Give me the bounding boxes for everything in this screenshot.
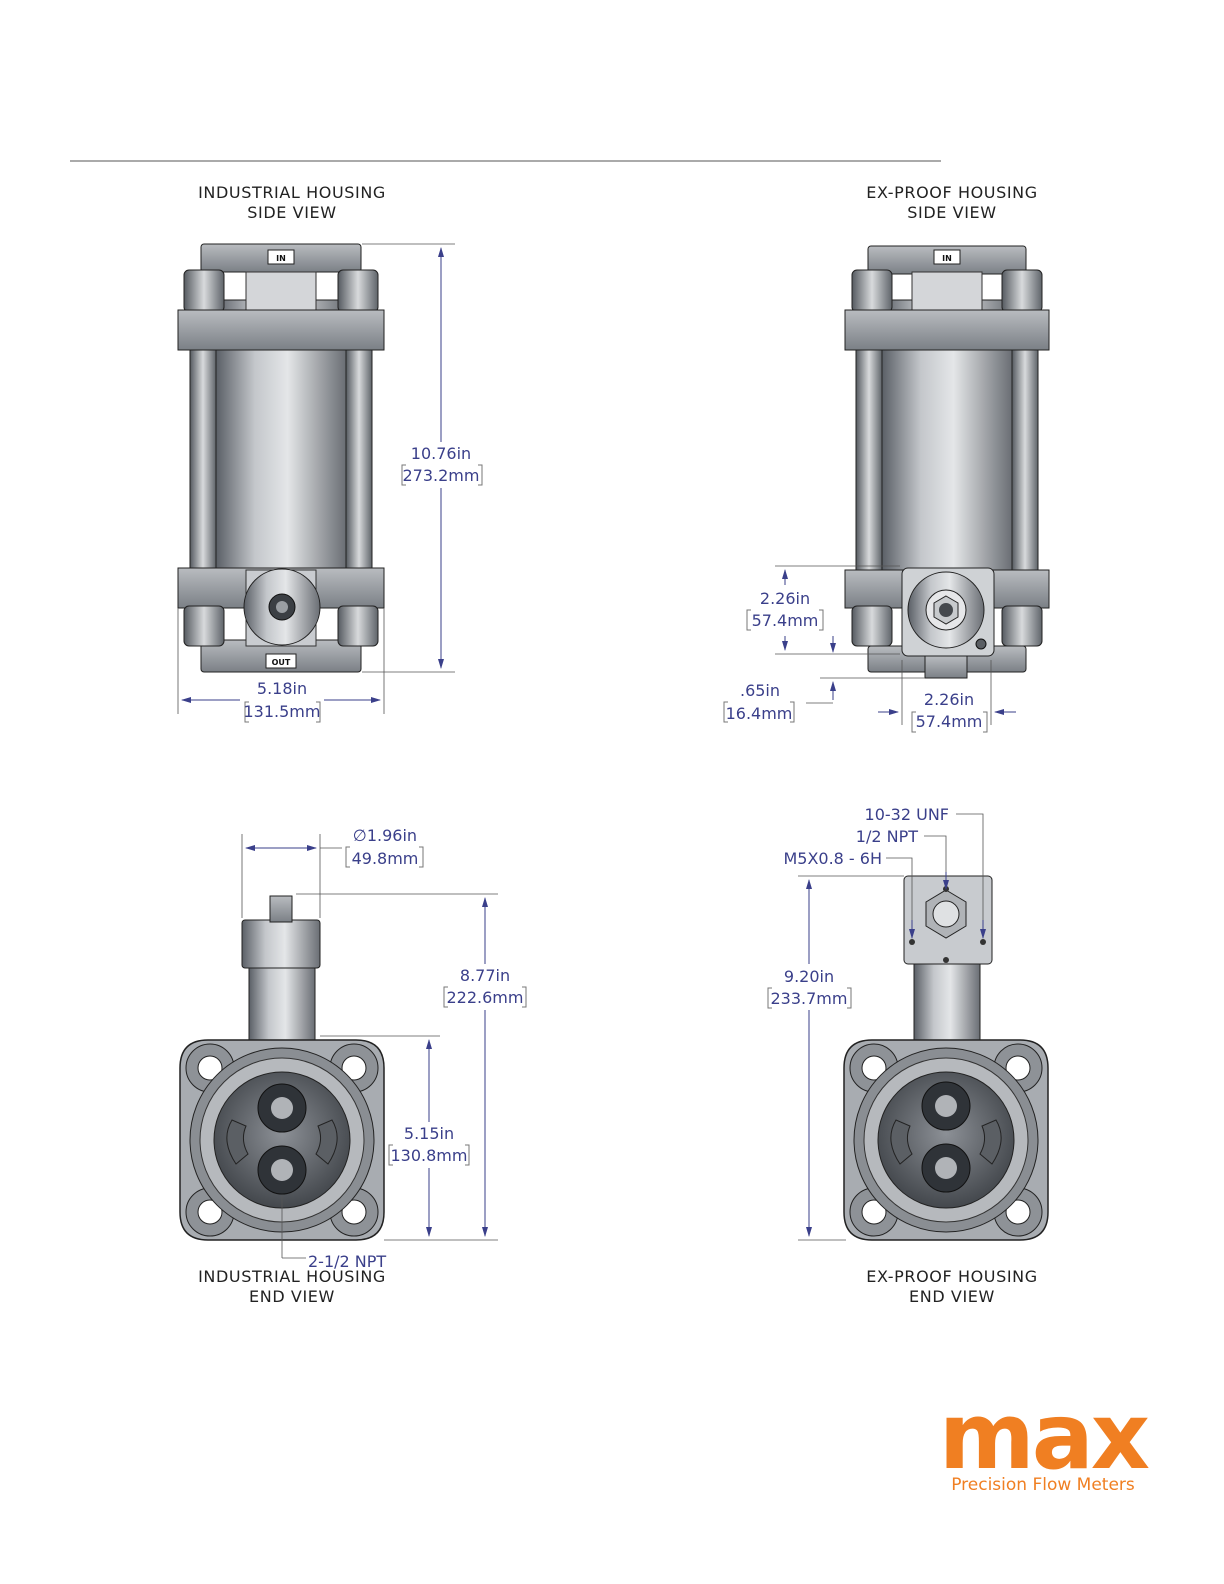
industrial-end-view — [179, 895, 385, 1241]
industrial-port-in: IN — [276, 254, 286, 263]
exproof-callouts: 10-32 UNF 1/2 NPT M5X0.8 - 6H — [783, 805, 986, 939]
exproof-height1-dimension: 2.26in 57.4mm — [746, 565, 900, 655]
caption-exproof-end-line1: EX-PROOF HOUSING — [866, 1267, 1037, 1286]
industrial-total-height-mm: 222.6mm — [447, 988, 524, 1007]
industrial-width-mm: 131.5mm — [244, 702, 321, 721]
caption-exproof-end-line2: END VIEW — [909, 1287, 995, 1306]
industrial-width-in: 5.18in — [257, 679, 307, 698]
exproof-height2-mm: 16.4mm — [726, 704, 793, 723]
exproof-end-view — [843, 875, 1049, 1241]
industrial-body-height-dimension: 5.15in 130.8mm — [320, 1035, 470, 1237]
industrial-diameter-mm: 49.8mm — [352, 849, 419, 868]
exproof-side-view: IN — [844, 245, 1050, 679]
exproof-end-height-mm: 233.7mm — [771, 989, 848, 1008]
industrial-diameter-in: ∅1.96in — [353, 826, 417, 845]
exproof-port-in: IN — [942, 254, 952, 263]
caption-industrial-end-line1: INDUSTRIAL HOUSING — [198, 1267, 386, 1286]
caption-exproof-side-line2: SIDE VIEW — [907, 203, 996, 222]
exproof-height1-in: 2.26in — [760, 589, 810, 608]
caption-industrial-side-line2: SIDE VIEW — [247, 203, 336, 222]
logo-tagline: Precision Flow Meters — [951, 1475, 1135, 1495]
industrial-body-height-mm: 130.8mm — [391, 1146, 468, 1165]
industrial-side-view: IN OUT — [177, 243, 385, 673]
industrial-total-height-dimension: 8.77in 222.6mm — [296, 893, 527, 1241]
industrial-body-height-in: 5.15in — [404, 1124, 454, 1143]
industrial-height-dimension: 10.76in 273.2mm — [362, 243, 483, 673]
caption-industrial-side-line1: INDUSTRIAL HOUSING — [198, 183, 386, 202]
caption-industrial-end-line2: END VIEW — [249, 1287, 335, 1306]
caption-exproof-side-line1: EX-PROOF HOUSING — [866, 183, 1037, 202]
exproof-end-height-dimension: 9.20in 233.7mm — [767, 875, 904, 1241]
logo-wordmark: max — [939, 1383, 1149, 1490]
exproof-end-height-in: 9.20in — [784, 967, 834, 986]
exproof-width-in: 2.26in — [924, 690, 974, 709]
exproof-width-mm: 57.4mm — [916, 712, 983, 731]
industrial-height-in: 10.76in — [411, 444, 471, 463]
industrial-diameter-dimension: ∅1.96in 49.8mm — [241, 826, 424, 918]
exproof-callout-npt: 1/2 NPT — [856, 827, 918, 846]
max-logo: max Precision Flow Meters — [939, 1383, 1152, 1495]
exproof-height1-mm: 57.4mm — [752, 611, 819, 630]
exproof-callout-unf: 10-32 UNF — [865, 805, 949, 824]
exproof-height2-in: .65in — [740, 681, 780, 700]
industrial-thread-label: 2-1/2 NPT — [308, 1252, 386, 1271]
industrial-thread-callout: 2-1/2 NPT — [281, 1196, 386, 1271]
exproof-width-dimension: 2.26in 57.4mm — [878, 660, 1016, 733]
exproof-callout-m5: M5X0.8 - 6H — [783, 849, 882, 868]
industrial-width-dimension: 5.18in 131.5mm — [177, 608, 385, 723]
industrial-port-out: OUT — [272, 658, 291, 667]
industrial-height-mm: 273.2mm — [403, 466, 480, 485]
exproof-height2-dimension: .65in 16.4mm — [723, 636, 925, 723]
industrial-total-height-in: 8.77in — [460, 966, 510, 985]
